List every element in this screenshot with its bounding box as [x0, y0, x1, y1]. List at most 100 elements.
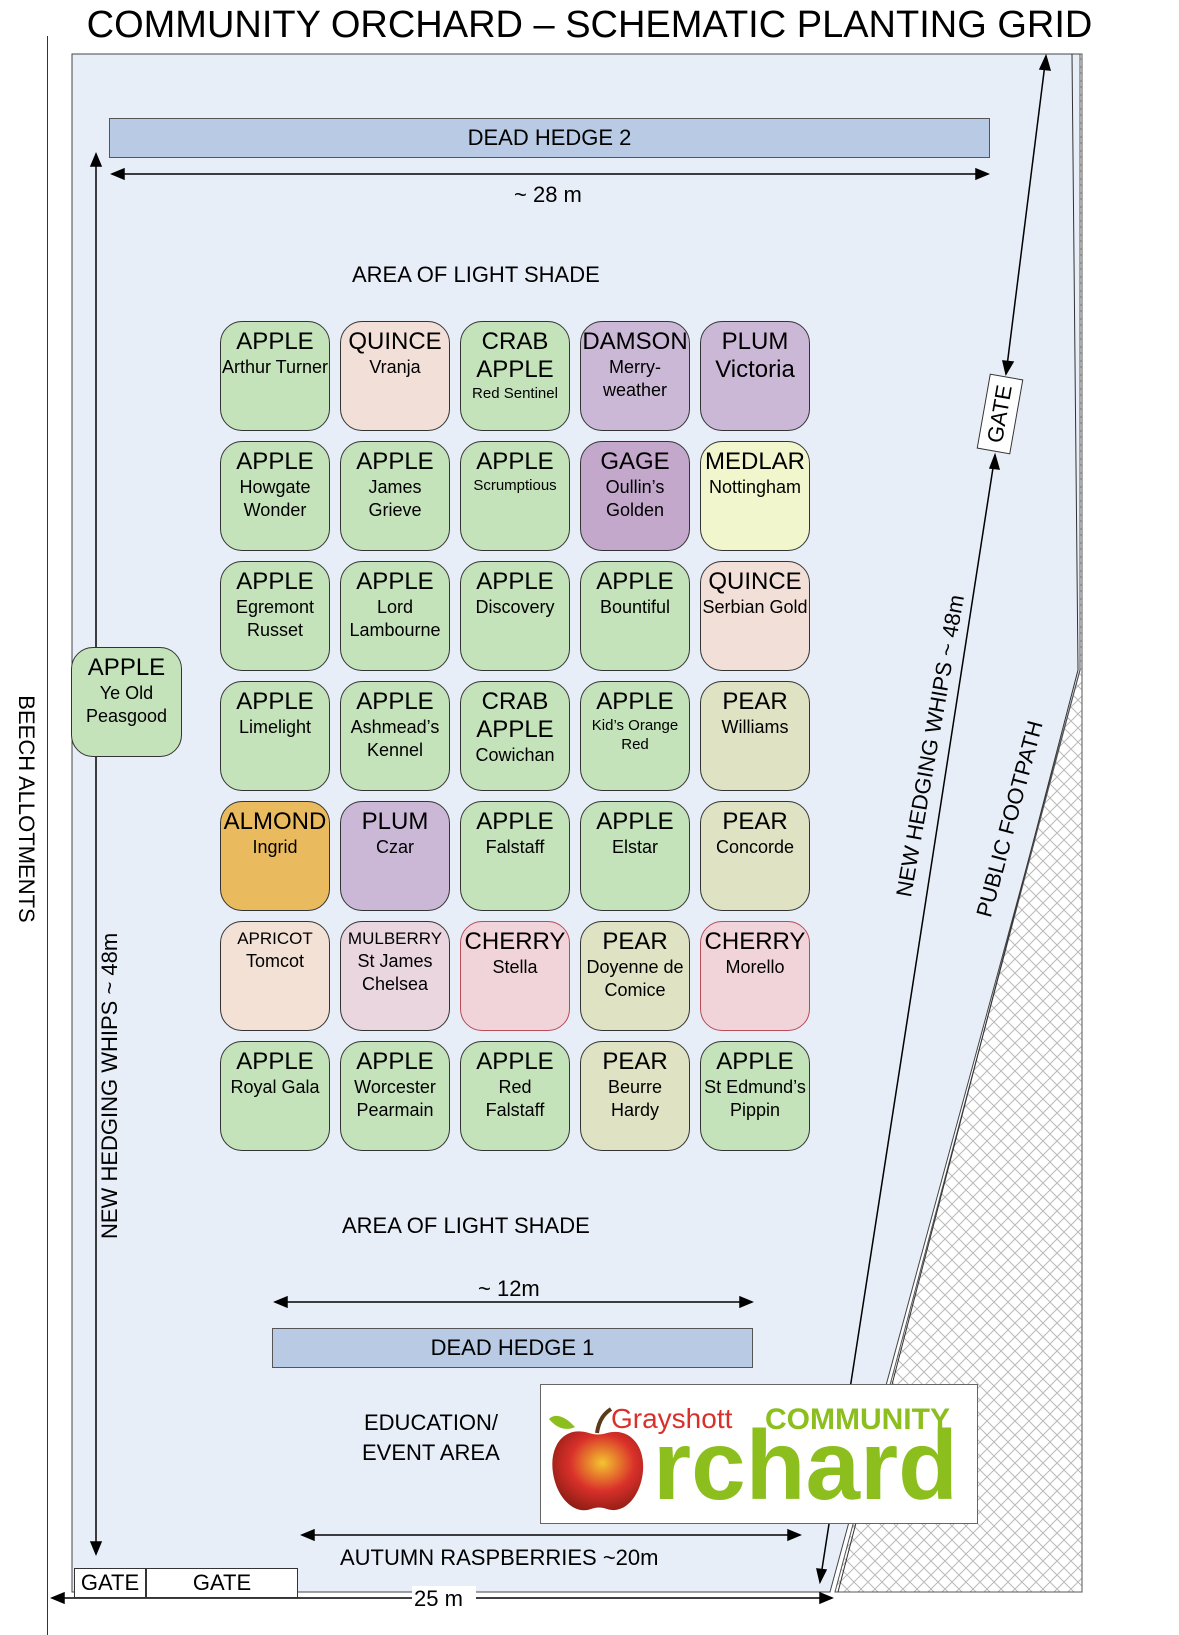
- apple-logo-icon: [549, 1407, 644, 1511]
- width-bottom-label: 25 m: [414, 1586, 463, 1611]
- tree-species: APPLE: [356, 448, 434, 475]
- tree-species: APPLE: [716, 1048, 794, 1075]
- dead-hedge-1-label: DEAD HEDGE 1: [430, 1335, 595, 1360]
- gate-bottom-left: GATE: [74, 1568, 146, 1598]
- tree-species: PLUM: [361, 808, 429, 835]
- tree-variety: Victoria: [715, 356, 795, 383]
- tree-variety: Scrumptious: [473, 477, 557, 494]
- tree-species: DAMSON: [582, 328, 688, 355]
- tree-variety: Ingrid: [252, 837, 298, 857]
- tree-variety: Beurre Hardy: [607, 1077, 663, 1120]
- tree-species: MEDLAR: [704, 448, 806, 475]
- tree-variety: Egremont Russet: [235, 597, 315, 640]
- hedging-left-arrow: [89, 152, 103, 1556]
- tree-species: PEAR: [602, 1048, 668, 1075]
- tree-species: GAGE: [600, 448, 670, 475]
- tree-species: APPLE: [356, 568, 434, 595]
- tree-variety: Nottingham: [708, 477, 802, 497]
- tree-variety: Vranja: [369, 357, 421, 377]
- hedging-left-label: NEW HEDGING WHIPS ~ 48m: [97, 932, 122, 1239]
- tree-species: CRAB APPLE: [476, 328, 554, 383]
- tree-species: APPLE: [476, 808, 554, 835]
- tree-species: CHERRY: [464, 928, 566, 955]
- shade-bottom-label: AREA OF LIGHT SHADE: [342, 1213, 590, 1238]
- education-label-1: EDUCATION/: [364, 1410, 499, 1435]
- beech-allotments-label: BEECH ALLOTMENTS: [14, 695, 39, 923]
- tree-species: APPLE: [236, 328, 314, 355]
- tree-variety: Ashmead’s Kennel: [350, 717, 440, 760]
- tree-variety: Morello: [725, 957, 785, 977]
- tree-variety: Cowichan: [475, 745, 555, 765]
- tree-variety: Arthur Turner: [221, 357, 329, 377]
- tree-species: APPLE: [596, 808, 674, 835]
- width-mid-label: ~ 12m: [478, 1276, 540, 1301]
- tree-cell: CRAB APPLE Red Sentinel: [460, 321, 570, 431]
- tree-species: QUINCE: [708, 568, 802, 595]
- tree-variety: Royal Gala: [230, 1077, 320, 1097]
- tree-variety: Ye Old Peasgood: [85, 683, 168, 726]
- tree-species: PLUM: [721, 328, 789, 355]
- allotment-boundary-line: [47, 36, 48, 1635]
- grayshott-community-orchard-logo: Grayshott COMMUNITY rchard: [540, 1384, 978, 1524]
- tree-variety: Limelight: [238, 717, 312, 737]
- tree-species: APPLE: [356, 1048, 434, 1075]
- tree-species: APPLE: [476, 568, 554, 595]
- width-top-arrow: [110, 167, 990, 181]
- tree-species: APPLE: [236, 448, 314, 475]
- tree-species: PEAR: [602, 928, 668, 955]
- tree-variety: Discovery: [475, 597, 555, 617]
- gate-bottom-dim-gap: [412, 1586, 476, 1610]
- tree-species: APPLE: [476, 1048, 554, 1075]
- tree-species: APPLE: [596, 688, 674, 715]
- tree-variety: Williams: [721, 717, 789, 737]
- tree-variety: Worcester Pearmain: [354, 1077, 436, 1120]
- gate-bottom: GATE: [146, 1568, 298, 1598]
- tree-variety: Czar: [375, 837, 414, 857]
- tree-species: APRICOT: [237, 929, 313, 948]
- logo-word-community: COMMUNITY: [765, 1403, 950, 1436]
- tree-species: MULBERRY: [347, 929, 443, 948]
- dead-hedge-2-label: DEAD HEDGE 2: [467, 125, 632, 150]
- tree-species: PEAR: [722, 688, 788, 715]
- width-top-label: ~ 28 m: [514, 182, 582, 207]
- logo-word-orchard: rchard: [653, 1410, 959, 1520]
- tree-variety: Kid’s Orange Red: [591, 717, 679, 753]
- tree-variety: Elstar: [611, 837, 658, 857]
- tree-variety: Lord Lambourne: [349, 597, 441, 640]
- tree-variety: Red Falstaff: [485, 1077, 545, 1120]
- tree-species: APPLE: [87, 654, 166, 681]
- tree-variety: Serbian Gold: [702, 597, 808, 617]
- education-label-2: EVENT AREA: [362, 1440, 500, 1465]
- tree-variety: St James Chelsea: [357, 951, 433, 994]
- tree-variety: Oullin’s Golden: [605, 477, 665, 520]
- tree-variety: Howgate Wonder: [239, 477, 311, 520]
- raspberries-label: AUTUMN RASPBERRIES ~20m: [340, 1545, 659, 1570]
- tree-species: APPLE: [476, 448, 554, 475]
- tree-variety: Bountiful: [599, 597, 671, 617]
- public-footpath-area: [834, 53, 1083, 1593]
- tree-variety: Red Sentinel: [472, 385, 558, 402]
- width-mid-arrow: [273, 1295, 754, 1309]
- tree-species: APPLE: [236, 568, 314, 595]
- tree-variety: Merry- weather: [602, 357, 668, 400]
